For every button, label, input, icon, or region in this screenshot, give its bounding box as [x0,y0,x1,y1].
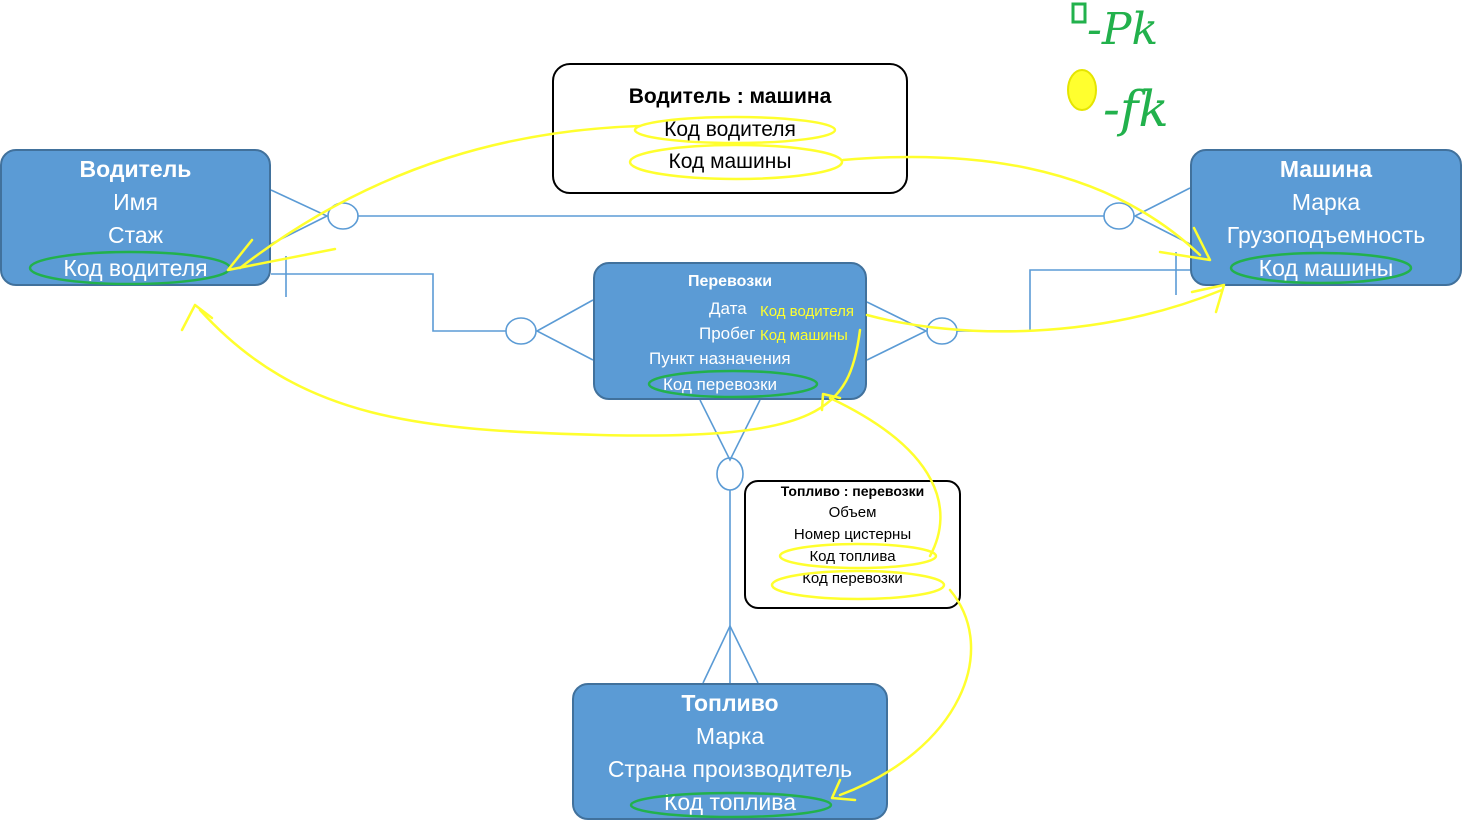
relation-driver-car-field: Код водителя [664,118,796,141]
relation-driver-car-title: Водитель : машина [628,85,832,108]
relation-fuel-trip-field: Объем [828,504,877,521]
relation-fuel-trip-field: Код топлива [809,548,896,565]
crowfoot-trip-bottom [699,399,761,462]
entity-driver-field: Код водителя [63,255,208,281]
entity-driver-title: Водитель [79,156,192,182]
connector-driver-trip [271,273,506,332]
relation-fuel-trip-field: Номер цистерны [793,526,912,543]
crowfoot-fuel [702,624,759,684]
legend-fk-row: -fk [1067,69,1169,138]
crowfoot-car [1133,187,1191,245]
trip-annotation: Код машины [760,327,848,344]
entity-trip-title: Перевозки [687,273,773,290]
entity-car-field: Грузоподъемность [1226,222,1426,248]
entity-fuel-field: Код топлива [663,789,797,815]
optional-circle-trip-bottom [716,457,744,491]
crowfoot-driver [270,189,329,245]
fk-swatch-icon [1067,69,1097,111]
legend-fk-text: -fk [1103,80,1169,138]
relation-fuel-trip-field: Код перевозки [802,570,903,587]
relation-driver-car: Водитель : машина Код водителя Код машин… [552,63,908,194]
legend-pk-text: -Pk [1087,4,1158,55]
entity-trip-field: Дата [709,299,747,318]
entity-fuel-field: Марка [695,723,765,749]
pk-fk-legend: -Pk -fk [1067,2,1169,138]
relation-fuel-trip-title: Топливо : перевозки [780,483,925,499]
legend-pk-row: -Pk [1071,2,1158,55]
entity-driver-field: Имя [113,189,158,215]
trip-annotation: Код водителя [760,303,855,320]
entity-car-title: Машина [1279,156,1373,182]
entity-fuel-field: Страна производитель [607,756,853,782]
pk-swatch-icon [1071,2,1087,24]
relation-driver-car-field: Код машины [668,150,792,173]
entity-driver: Водитель Имя Стаж Код водителя [0,149,271,286]
optional-circle-driver [327,202,359,230]
entity-trip-field: Код перевозки [663,375,778,394]
optional-circle-trip-right [926,317,958,345]
entity-trip: Перевозки Дата Пробег Пункт назначения К… [593,262,867,400]
crowfoot-trip-left [535,299,594,361]
optional-circle-trip-left [505,317,537,345]
optional-circle-car [1103,202,1135,230]
entity-car-field: Марка [1291,189,1361,215]
entity-trip-field: Пробег [699,324,756,343]
connector-car-trip [957,269,1190,332]
relation-fuel-trip: Топливо : перевозки Объем Номер цистерны… [744,480,961,609]
entity-car-field: Код машины [1258,255,1394,281]
entity-fuel: Топливо Марка Страна производитель Код т… [572,683,888,820]
entity-fuel-title: Топливо [681,690,779,716]
entity-trip-field: Пункт назначения [649,349,791,368]
entity-driver-field: Стаж [107,222,164,248]
crowfoot-trip-right [866,301,928,361]
entity-car: Машина Марка Грузоподъемность Код машины [1190,149,1462,286]
